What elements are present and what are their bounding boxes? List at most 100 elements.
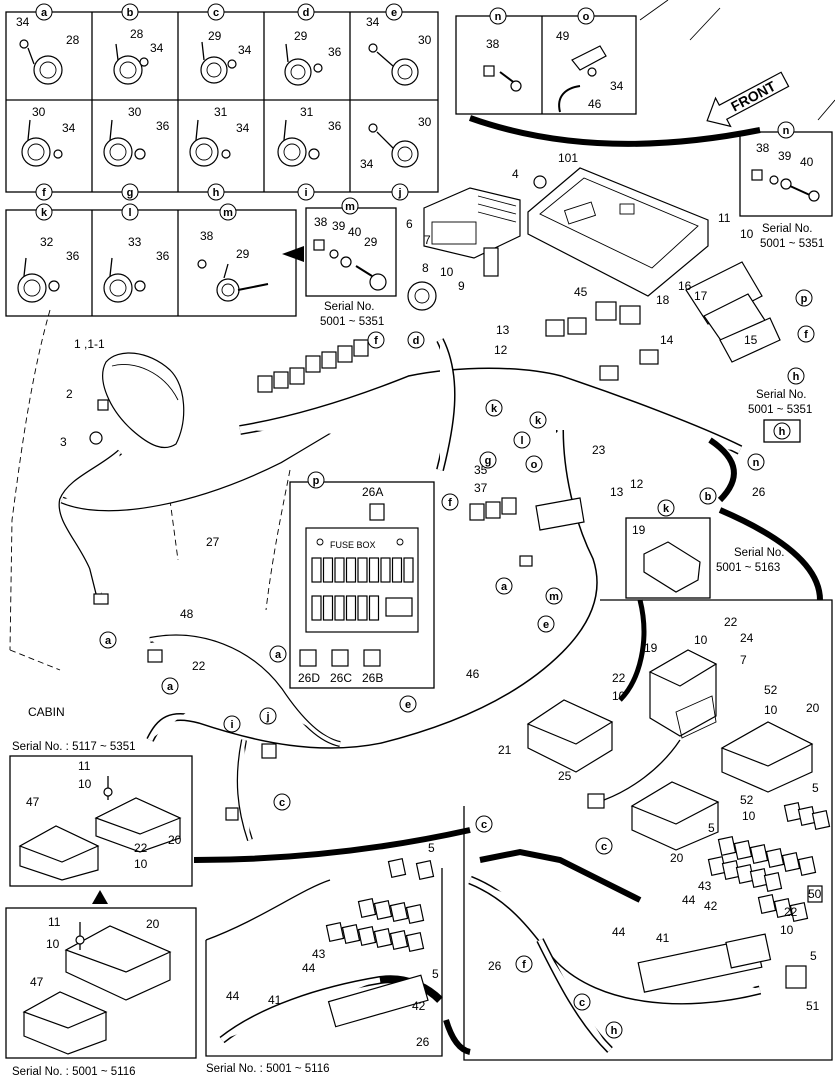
relay-block bbox=[811, 810, 831, 830]
svg-text:10: 10 bbox=[46, 937, 60, 951]
svg-text:50: 50 bbox=[808, 887, 822, 901]
svg-text:Serial No. : 5001 ~ 5116: Serial No. : 5001 ~ 5116 bbox=[206, 1063, 330, 1075]
relay-block bbox=[765, 848, 785, 868]
svg-text:i: i bbox=[304, 187, 307, 199]
svg-text:FUSE BOX: FUSE BOX bbox=[330, 540, 376, 550]
svg-text:m: m bbox=[223, 207, 233, 219]
svg-text:12: 12 bbox=[630, 477, 644, 491]
svg-text:38: 38 bbox=[200, 229, 214, 243]
svg-text:101: 101 bbox=[558, 151, 578, 165]
svg-text:18: 18 bbox=[656, 293, 670, 307]
svg-text:20: 20 bbox=[670, 851, 684, 865]
svg-text:CABIN: CABIN bbox=[28, 705, 65, 719]
svg-text:5: 5 bbox=[810, 949, 817, 963]
svg-text:k: k bbox=[535, 415, 542, 427]
svg-text:10: 10 bbox=[764, 703, 778, 717]
svg-text:28: 28 bbox=[130, 27, 144, 41]
svg-text:j: j bbox=[265, 711, 269, 723]
svg-text:42: 42 bbox=[704, 899, 718, 913]
svg-text:c: c bbox=[481, 819, 487, 831]
svg-text:43: 43 bbox=[312, 947, 326, 961]
svg-text:c: c bbox=[279, 797, 285, 809]
svg-text:10: 10 bbox=[440, 265, 454, 279]
svg-text:e: e bbox=[391, 7, 397, 19]
svg-text:51: 51 bbox=[806, 999, 820, 1013]
svg-text:26A: 26A bbox=[362, 485, 383, 499]
edge-line-2 bbox=[689, 7, 721, 41]
relay-block bbox=[357, 595, 368, 621]
svg-text:44: 44 bbox=[302, 961, 316, 975]
svg-text:Serial No. : 5001 ~ 5116: Serial No. : 5001 ~ 5116 bbox=[12, 1066, 136, 1078]
ecu-unit bbox=[527, 167, 709, 297]
svg-text:d: d bbox=[303, 7, 310, 19]
main-harness-bundle bbox=[146, 338, 743, 841]
svg-text:38: 38 bbox=[486, 37, 500, 51]
svg-text:a: a bbox=[105, 635, 112, 647]
svg-text:29: 29 bbox=[208, 29, 222, 43]
svg-text:5001 ~ 5351: 5001 ~ 5351 bbox=[748, 404, 812, 416]
svg-text:5: 5 bbox=[708, 821, 715, 835]
svg-text:43: 43 bbox=[698, 879, 712, 893]
svg-text:20: 20 bbox=[806, 701, 820, 715]
svg-text:26: 26 bbox=[488, 959, 502, 973]
svg-text:26: 26 bbox=[752, 485, 766, 499]
svg-text:k: k bbox=[663, 503, 670, 515]
svg-text:36: 36 bbox=[328, 119, 342, 133]
svg-text:22: 22 bbox=[134, 841, 148, 855]
svg-text:Serial No. : 5117 ~ 5351: Serial No. : 5117 ~ 5351 bbox=[12, 741, 136, 753]
relay-block bbox=[345, 595, 357, 621]
svg-text:48: 48 bbox=[180, 607, 194, 621]
cab-outline-left bbox=[9, 309, 51, 651]
svg-text:h: h bbox=[793, 371, 800, 383]
svg-text:1 ,1-1: 1 ,1-1 bbox=[74, 337, 105, 351]
svg-text:f: f bbox=[448, 497, 452, 509]
svg-text:n: n bbox=[783, 125, 790, 137]
svg-text:5001 ~ 5351: 5001 ~ 5351 bbox=[320, 316, 384, 328]
relay-block bbox=[717, 836, 737, 856]
svg-text:13: 13 bbox=[610, 485, 624, 499]
svg-text:h: h bbox=[213, 187, 220, 199]
swoosh-mid bbox=[443, 1019, 471, 1055]
svg-text:5001 ~ 5163: 5001 ~ 5163 bbox=[716, 562, 780, 574]
svg-text:m: m bbox=[345, 201, 355, 213]
serial-n-box: n 38 39 40 bbox=[739, 121, 833, 217]
svg-text:22: 22 bbox=[784, 905, 798, 919]
svg-text:47: 47 bbox=[26, 795, 40, 809]
svg-text:45: 45 bbox=[574, 285, 588, 299]
svg-text:7: 7 bbox=[424, 233, 431, 247]
svg-text:34: 34 bbox=[238, 43, 252, 57]
svg-text:40: 40 bbox=[348, 225, 362, 239]
svg-text:30: 30 bbox=[418, 115, 432, 129]
svg-text:20: 20 bbox=[146, 917, 160, 931]
svg-text:16: 16 bbox=[678, 279, 692, 293]
relay-block bbox=[385, 597, 413, 617]
connectors-middle bbox=[147, 497, 585, 821]
relay-block bbox=[373, 928, 393, 948]
relay-block bbox=[789, 902, 809, 922]
relay-block bbox=[368, 557, 380, 583]
grid-letter-badges: a b c d e f g h i j k l m bbox=[35, 3, 409, 221]
svg-text:10: 10 bbox=[612, 689, 626, 703]
svg-text:Serial No.: Serial No. bbox=[324, 301, 375, 313]
svg-text:17: 17 bbox=[694, 289, 708, 303]
svg-text:12: 12 bbox=[494, 343, 508, 357]
relay-block bbox=[403, 557, 414, 583]
svg-text:34: 34 bbox=[62, 121, 76, 135]
svg-text:39: 39 bbox=[778, 149, 792, 163]
svg-text:b: b bbox=[127, 7, 134, 19]
svg-text:29: 29 bbox=[236, 247, 250, 261]
svg-text:44: 44 bbox=[226, 989, 240, 1003]
svg-text:a: a bbox=[167, 681, 174, 693]
relay-block bbox=[357, 926, 377, 946]
svg-text:46: 46 bbox=[466, 667, 480, 681]
svg-text:5001 ~ 5351: 5001 ~ 5351 bbox=[760, 238, 824, 250]
svg-text:31: 31 bbox=[300, 105, 314, 119]
relay-block bbox=[341, 924, 361, 944]
svg-text:37: 37 bbox=[474, 481, 488, 495]
svg-text:13: 13 bbox=[496, 323, 510, 337]
svg-text:f: f bbox=[374, 335, 378, 347]
svg-text:Serial No.: Serial No. bbox=[734, 547, 785, 559]
svg-text:32: 32 bbox=[40, 235, 54, 249]
svg-text:e: e bbox=[405, 699, 411, 711]
